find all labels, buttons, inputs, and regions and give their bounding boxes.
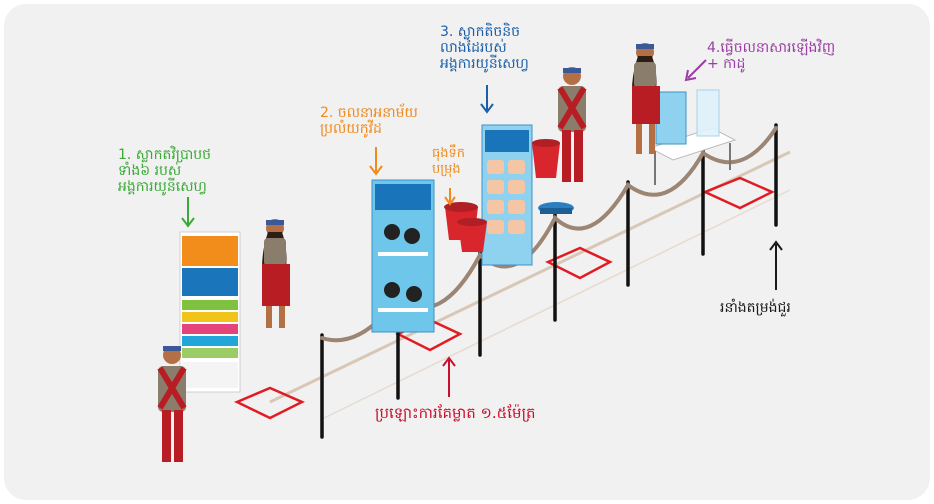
step2-label: 2. ចលនាអនាម័យ ប្រលំយកូវីដ: [320, 105, 418, 137]
arrows: [181, 59, 783, 397]
step4-line-2: + កាដូ: [707, 56, 746, 72]
marker-1: [233, 386, 305, 420]
water-line-2: បម្រុង: [432, 162, 461, 177]
person-3: [557, 67, 587, 182]
distance-label: ប្រឡោះការគែម្លាត ១.៥ម៉ែត្រ: [375, 405, 536, 421]
step1-line-2: ទាំង៦ របស់: [118, 163, 182, 179]
stanchion-posts: [320, 123, 778, 439]
water-buckets: [444, 139, 560, 252]
arrow-distance: [442, 356, 456, 397]
rope-text: រនាំងតម្រង់ជួរ: [720, 300, 791, 316]
bucket-2: [458, 222, 487, 252]
person-1: [157, 346, 187, 462]
step2-line-2: ប្រលំយកូវីដ: [320, 121, 382, 137]
step3-line-2: លាងដៃរបស់: [440, 40, 507, 56]
step1-line-3: អង្គការយូនីសេហ្វ: [118, 179, 207, 195]
step4-line-1: 4.ធ្វើចលនាសារឡើងវិញ: [707, 40, 836, 56]
step3-line-1: 3. ស្លាកតិចនិច: [440, 24, 521, 40]
arrow-step4: [684, 59, 707, 82]
water-line-1: ធុងទឹក: [432, 146, 466, 161]
arrow-step3: [480, 85, 494, 114]
step3-line-3: អង្គការយូនីសេហ្វ: [440, 56, 529, 72]
step2-line-1: 2. ចលនាអនាម័យ: [320, 105, 418, 121]
poster-2: [371, 179, 435, 333]
person-2: [262, 219, 290, 328]
step3-label: 3. ស្លាកតិចនិច លាងដៃរបស់ អង្គការយូនីសេហ្…: [440, 24, 529, 72]
arrow-step1: [181, 197, 195, 228]
step1-label: 1. ស្លាកតវិប្រាបថ ទាំង៦ របស់ អង្គការយូនី…: [118, 147, 211, 195]
rope-label: រនាំងតម្រង់ជួរ: [720, 300, 791, 316]
step1-line-1: 1. ស្លាកតវិប្រាបថ: [118, 147, 212, 163]
arrow-step2: [369, 147, 383, 176]
table: [648, 89, 737, 185]
arrow-rope: [769, 240, 783, 290]
arrow-water: [444, 188, 456, 206]
bucket-3: [532, 143, 560, 178]
marker-3: [545, 246, 613, 280]
water-label: ធុងទឹក បម្រុង: [432, 146, 465, 178]
marker-4: [701, 176, 775, 210]
poster-3: [481, 124, 533, 266]
wash-basin: [538, 202, 574, 214]
person-4: [632, 43, 660, 154]
step4-label: 4.ធ្វើចលនាសារឡើងវិញ + កាដូ: [707, 40, 835, 72]
poster-1: [179, 231, 241, 393]
distance-text: ប្រឡោះការគែម្លាត ១.៥ម៉ែត្រ: [375, 404, 536, 422]
